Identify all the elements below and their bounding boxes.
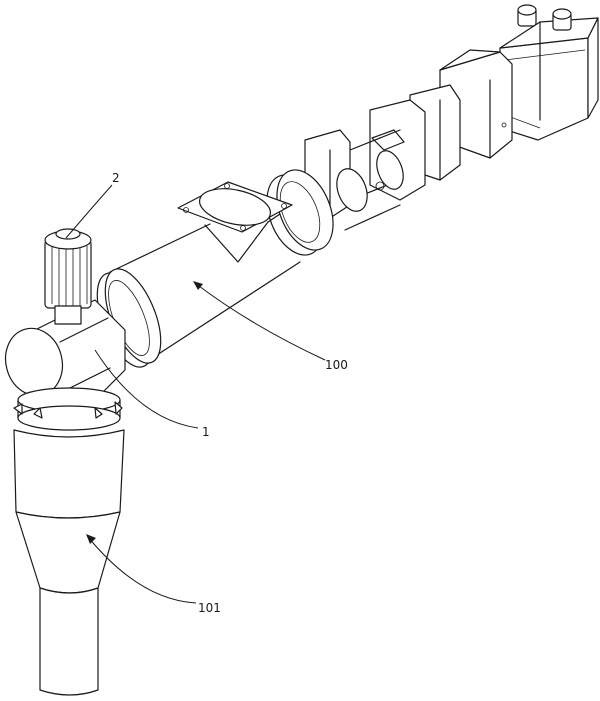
servo-motor [499, 4, 599, 141]
pipe-end-flange [266, 169, 334, 256]
leader-1 [94, 349, 199, 429]
leader-101 [87, 536, 197, 604]
leader-2 [65, 184, 113, 239]
motor-connector-right [552, 8, 572, 31]
arrow-101 [86, 534, 96, 544]
screw-conveyor-pipe [109, 213, 301, 367]
cyclone-flange-ring [13, 387, 123, 431]
label-part-100: 100 [325, 358, 348, 372]
valve-actuator [44, 228, 92, 325]
arrow-100 [193, 281, 203, 290]
motor-connector-left [517, 4, 537, 27]
label-part-2: 2 [112, 171, 120, 185]
label-part-1: 1 [202, 425, 210, 439]
inlet-flange [177, 181, 293, 263]
leader-100 [194, 282, 326, 361]
label-part-101: 101 [198, 601, 221, 615]
cyclone-cone [13, 429, 125, 696]
